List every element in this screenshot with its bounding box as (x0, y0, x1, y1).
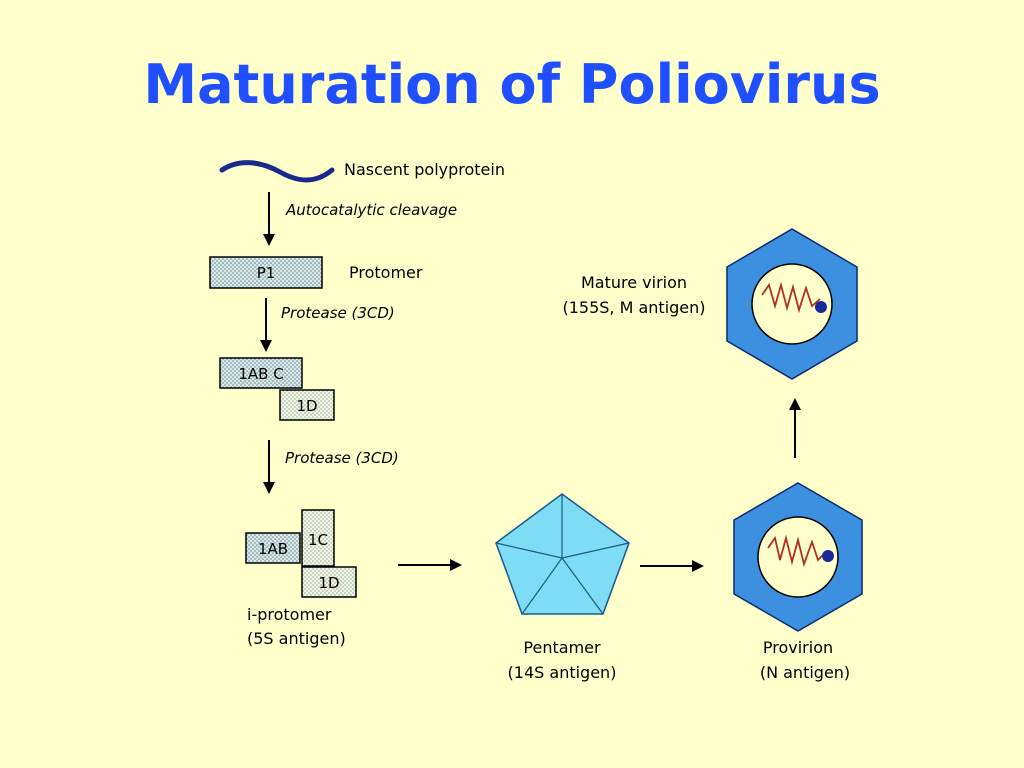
autocatalytic-cleavage-label: Autocatalytic cleavage (285, 201, 457, 219)
iprot-d-box (301, 566, 357, 598)
iprotomer-name: i-protomer (247, 605, 332, 624)
iprot-ab-box (245, 532, 301, 564)
nascent-polyprotein-label: Nascent polyprotein (344, 160, 505, 179)
mature-virion-antigen: (155S, M antigen) (562, 298, 705, 317)
iprot-ab-label: 1AB (258, 540, 288, 558)
iprotomer-antigen: (5S antigen) (247, 629, 346, 648)
mature-virion-name: Mature virion (581, 273, 687, 292)
provirion-name: Provirion (763, 638, 833, 657)
pentamer-antigen: (14S antigen) (508, 663, 617, 682)
protomer-label: Protomer (349, 263, 423, 282)
slide-title: Maturation of Poliovirus (143, 53, 881, 116)
p1-box (209, 256, 323, 289)
iprot-d-label: 1D (318, 574, 339, 592)
iprot-c-box (301, 509, 335, 567)
pentamer-shape (495, 493, 630, 615)
iprot-c-label: 1C (308, 531, 328, 549)
protease-step-2-label: Protease (3CD) (285, 449, 399, 467)
ab-c-label: 1AB C (238, 365, 283, 383)
d1-box (279, 389, 335, 421)
d1-label: 1D (296, 397, 317, 415)
protease-step-1-label: Protease (3CD) (281, 304, 395, 322)
provirion-shape (733, 482, 863, 632)
p1-label: P1 (257, 264, 276, 282)
provirion-antigen: (N antigen) (760, 663, 850, 682)
polyprotein-strand (219, 160, 335, 183)
mature-virion-shape (726, 228, 858, 380)
pentamer-name: Pentamer (523, 638, 601, 657)
ab-c-box (219, 357, 303, 389)
